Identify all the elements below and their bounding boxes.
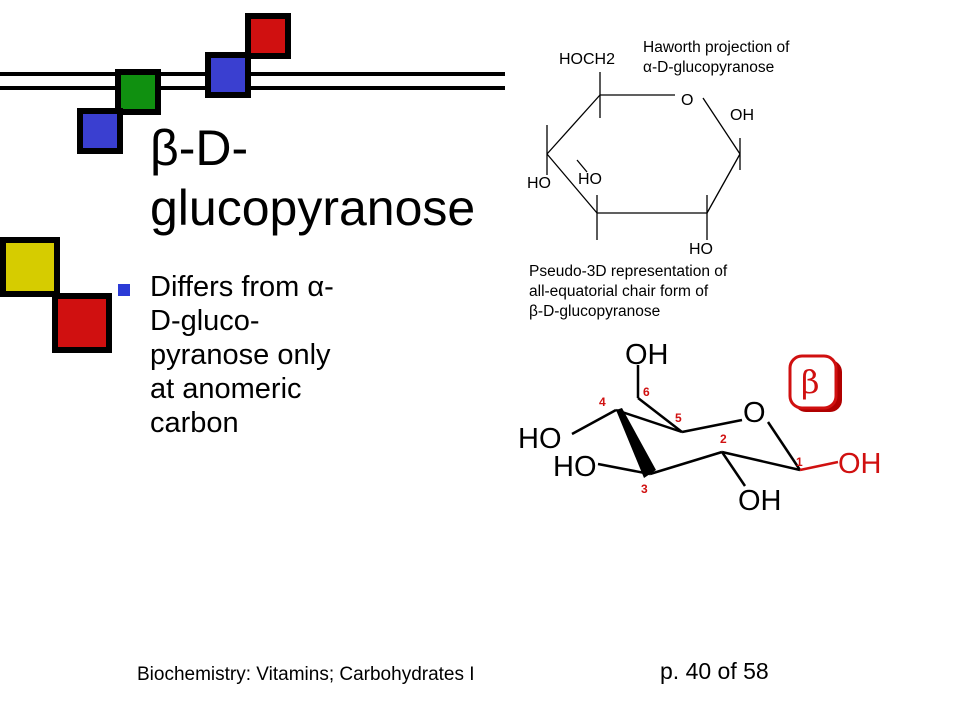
slide-footer: Biochemistry: Vitamins; Carbohydrates I [137,664,475,685]
bullet-line-3: pyranose only [150,339,331,371]
bullet-line-1: Differs from α- [150,271,334,303]
chair-caption-2: all-equatorial chair form of [529,283,709,300]
top-rule-2 [0,86,505,90]
chair-wedge-bond [616,408,656,478]
beta-badge-symbol: β [801,363,820,401]
top-rule-1 [0,72,505,76]
chair-caption-1: Pseudo-3D representation of [529,263,728,280]
chair-ho-c3: HO [553,451,597,483]
haworth-ho-left: HO [527,175,551,192]
deco-square-green [115,69,161,115]
deco-square-blue-left [77,108,123,154]
beta-badge [788,354,838,410]
chair-oh-top: OH [625,339,669,371]
haworth-ho-bottom: HO [689,241,713,258]
bullet-line-4: at anomeric [150,373,302,405]
carbon-number-1: 1 [796,455,803,469]
haworth-ring-o: O [681,92,693,109]
chair-oh-c2: OH [738,485,782,517]
title-line-2: glucopyranose [150,180,476,236]
chair-form-figure: OH O HO HO OH OH 1 2 3 4 5 6 β [518,339,882,517]
deco-square-red-left [52,293,112,353]
deco-square-yellow [0,237,60,297]
haworth-oh-right: OH [730,107,754,124]
page-number: p. 40 of 58 [660,658,769,684]
haworth-caption-2: α-D-glucopyranose [643,59,774,76]
bullet-text: Differs from α- D-gluco- pyranose only a… [150,270,400,440]
slide-title: β-D- glucopyranose [150,118,530,238]
bullet-line-2: D-gluco- [150,305,260,337]
chair-oh-c1: OH [838,448,882,480]
chair-ring-o: O [743,397,766,429]
carbon-number-6: 6 [643,385,650,399]
title-line-1: β-D- [150,120,249,176]
haworth-ho-inner: HO [578,171,602,188]
chair-caption-3: β-D-glucopyranose [529,303,660,320]
carbon-number-5: 5 [675,411,682,425]
carbon-number-2: 2 [720,432,727,446]
deco-square-blue-top [205,52,251,98]
chair-ho-c4: HO [518,423,562,455]
bullet-marker [118,284,130,296]
haworth-projection-figure: HOCH2 Haworth projection of α-D-glucopyr… [527,39,790,320]
carbon-number-3: 3 [641,482,648,496]
haworth-hoch2: HOCH2 [559,51,615,68]
haworth-caption-1: Haworth projection of [643,39,790,56]
deco-square-red-top [245,13,291,59]
carbon-number-4: 4 [599,395,606,409]
bullet-line-5: carbon [150,407,239,439]
